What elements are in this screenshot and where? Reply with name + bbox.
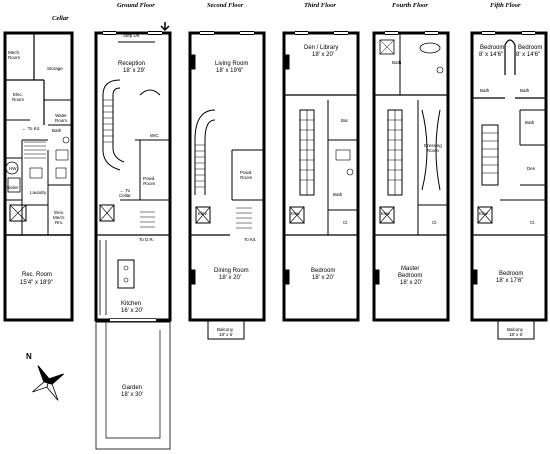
cellar-to-kit: ← To Kit.	[22, 126, 41, 131]
ground-kitchen-dim: 16' x 20'	[121, 308, 143, 314]
third-den-library-dim: 18' x 20'	[312, 52, 334, 58]
cellar-rec-room-dim: 15'4" x 18'9"	[20, 280, 53, 286]
cellar-heading: Cellar	[52, 15, 69, 22]
second-to-kit: To Kit.	[244, 237, 257, 242]
cellar-mech-room: Mech. Room	[8, 50, 21, 60]
fifth-closet: Cl.	[530, 220, 536, 225]
cellar-storage: Storage	[47, 66, 63, 71]
third-elev: Elev.	[291, 211, 301, 216]
fifth-bath-c: Bath	[525, 120, 535, 125]
ground-to-cellar: ← To Cellar	[119, 188, 131, 198]
ground-to-dr: To D.R.	[139, 237, 155, 242]
second-dining-room-dim: 18' x 20'	[219, 275, 241, 281]
ground-heading: Ground Floor	[117, 2, 155, 9]
fourth-heading: Fourth Floor	[392, 2, 428, 9]
fifth-bath-a: Bath	[480, 88, 490, 93]
garden-plan	[95, 321, 171, 450]
cellar-elev-mech-rm: Elev. Mech. Rm.	[53, 210, 66, 225]
third-bedroom-dim: 18' x 20'	[312, 275, 334, 281]
fourth-floor-plan	[372, 31, 450, 322]
third-bedroom: Bedroom	[311, 268, 336, 274]
fifth-bedroom: Bedroom	[499, 271, 524, 277]
cellar-plan	[3, 31, 74, 322]
ground-kitchen: Kitchen	[121, 301, 142, 307]
fourth-master-bedroom: Master Bedroom	[398, 266, 423, 279]
cellar-elec-room: Elec. Room	[12, 92, 25, 102]
third-bath: Bath	[333, 192, 343, 197]
fifth-elev: Elev.	[479, 211, 489, 216]
second-floor-plan	[188, 31, 266, 340]
fourth-elev: Elev.	[381, 211, 391, 216]
fifth-bedroom-b-dim: 8' x 14'6"	[516, 52, 541, 58]
second-living-room: Living Room	[215, 61, 249, 67]
fifth-bedroom-a-dim: 8' x 14'6"	[479, 52, 504, 58]
ground-reception-dim: 18' x 29'	[123, 68, 145, 74]
cellar-bath: Bath	[52, 128, 62, 133]
ground-powder-room: Powd. Room	[143, 176, 156, 186]
ground-entry-step-dn: Step Dn.	[123, 33, 141, 38]
third-den-library: Den / Library	[304, 45, 339, 51]
fifth-balcony-dim: 18' x 6'	[509, 332, 523, 337]
fifth-bedroom-a: Bedroom	[480, 45, 505, 51]
third-bar: Bar	[341, 118, 349, 123]
fifth-bath-b: Bath	[520, 88, 530, 93]
fourth-closet: Cl.	[432, 220, 438, 225]
fifth-bedroom-dim: 18' x 17'6"	[496, 278, 524, 284]
cellar-boiler: Boiler	[7, 185, 19, 190]
second-elev: Elev.	[198, 211, 208, 216]
cellar-laundry: Laundry	[30, 190, 47, 195]
ground-wic: WIC	[150, 133, 159, 138]
garden-label: Garden	[122, 385, 143, 391]
fifth-den: Den	[527, 166, 536, 171]
fifth-bedroom-b: Bedroom	[518, 45, 543, 51]
fourth-master-bedroom-dim: 18' x 20'	[400, 280, 422, 286]
compass-rose-icon	[32, 365, 64, 401]
ground-reception: Reception	[118, 61, 146, 67]
third-closet: Cl.	[343, 220, 349, 225]
second-living-room-dim: 18' x 19'6"	[216, 68, 244, 74]
cellar-water-room: Water Room	[55, 113, 68, 123]
cellar-hw: HW	[9, 166, 17, 171]
fifth-floor-plan	[470, 31, 548, 340]
third-floor-plan	[282, 31, 360, 322]
fifth-balcony: Balcony	[507, 327, 524, 332]
second-balcony-dim: 18' x 6'	[219, 332, 233, 337]
second-powder-room: Powd. Room	[240, 170, 253, 180]
ground-floor-plan	[94, 22, 172, 322]
third-heading: Third Floor	[304, 2, 336, 9]
second-dining-room: Dining Room	[214, 268, 249, 274]
fourth-dressing-room: Dressing Room	[424, 143, 442, 153]
second-heading: Second Floor	[207, 2, 244, 9]
fourth-bath: Bath	[392, 60, 402, 65]
garden-dim: 18' x 30'	[121, 392, 143, 398]
compass-north-label: N	[26, 352, 32, 361]
fifth-heading: Fifth Floor	[490, 2, 521, 9]
second-balcony: Balcony	[217, 327, 234, 332]
cellar-rec-room: Rec. Room	[22, 272, 53, 278]
